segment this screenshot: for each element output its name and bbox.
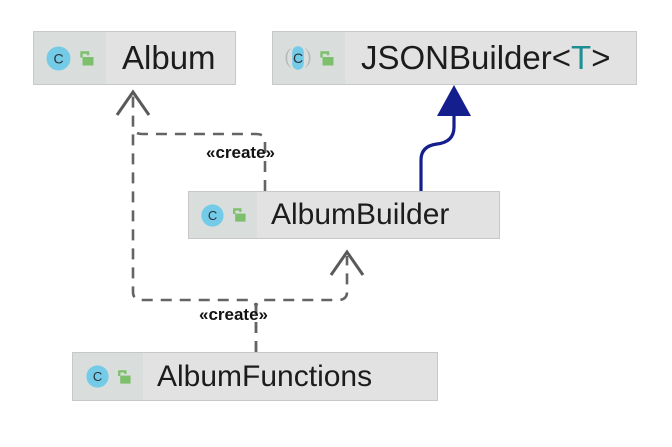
- class-node-albumbuilder[interactable]: C AlbumBuilder: [188, 191, 500, 239]
- type-parameter-text: T: [571, 39, 592, 76]
- node-icon-gutter: C: [189, 192, 257, 238]
- node-icon-gutter: C: [273, 32, 345, 84]
- edge-albumbuilder-extends-jsonbuilder: [419, 85, 471, 191]
- svg-text:C: C: [53, 50, 63, 66]
- svg-text:C: C: [292, 50, 302, 66]
- svg-text:C: C: [92, 369, 101, 384]
- open-arrowhead-icon: [329, 249, 365, 276]
- unlocked-public-icon: [77, 49, 95, 68]
- generic-class-icon: C: [284, 44, 312, 72]
- class-name-suffix-text: >: [591, 39, 611, 76]
- class-name-text: JSONBuilder<: [361, 39, 572, 76]
- class-name-text: Album: [122, 39, 216, 76]
- class-name-text: AlbumFunctions: [157, 359, 373, 393]
- unlocked-public-icon: [230, 206, 247, 224]
- class-icon: C: [85, 364, 110, 389]
- svg-text:C: C: [207, 208, 216, 223]
- class-node-albumfunctions[interactable]: C AlbumFunctions: [72, 352, 438, 401]
- class-name-text: AlbumBuilder: [271, 198, 450, 231]
- filled-triangle-arrowhead-icon: [437, 85, 471, 116]
- open-arrowhead-icon: [115, 89, 151, 116]
- edge-stereotype-label-create-top: «create»: [206, 143, 276, 162]
- class-icon: C: [200, 203, 225, 228]
- edge-albumfunctions-creates-albumbuilder: [254, 249, 365, 352]
- unlocked-public-icon: [115, 368, 132, 386]
- class-node-jsonbuilder[interactable]: C JSONBuilder<T>: [272, 31, 637, 85]
- class-name-label: Album: [106, 32, 216, 84]
- class-name-label: JSONBuilder<T>: [345, 32, 610, 84]
- edge-stereotype-label-create-bottom: «create»: [199, 305, 269, 324]
- class-node-album[interactable]: C Album: [33, 31, 236, 85]
- class-name-label: AlbumFunctions: [143, 353, 372, 400]
- node-icon-gutter: C: [73, 353, 143, 400]
- class-icon: C: [45, 45, 72, 72]
- class-name-label: AlbumBuilder: [257, 192, 449, 238]
- node-icon-gutter: C: [34, 32, 106, 84]
- unlocked-public-icon: [317, 49, 335, 68]
- edge-albumbuilder-creates-album: [115, 89, 267, 191]
